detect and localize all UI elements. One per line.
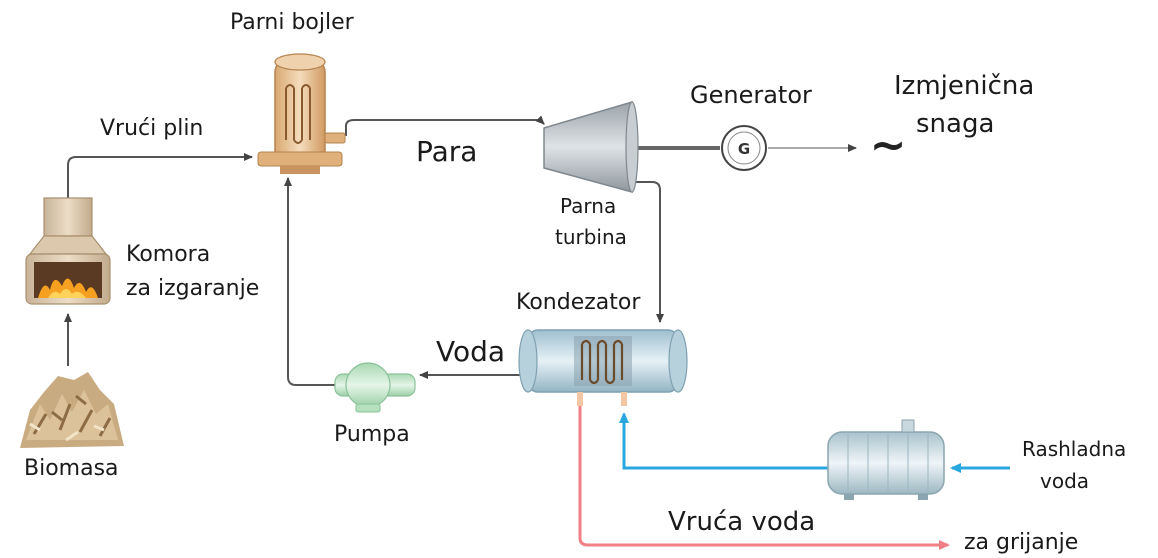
generator-symbol: G [738,140,750,158]
water-label: Voda [436,335,506,368]
generator [721,125,767,171]
pump [334,362,416,413]
combustion-chamber [25,197,111,305]
steam-label: Para [416,135,478,168]
condenser [518,329,688,406]
steam-line [345,115,545,136]
hot-water-line [578,404,950,550]
biomass-label: Biomasa [24,456,119,481]
turbine-label-line1: Parna [560,194,617,218]
hot-gas-label: Vrući plin [100,116,204,141]
cooling-water-return-line [619,412,828,470]
exhaust-line [630,181,664,323]
cooling-water-tank [827,419,945,500]
ac-power-label-line1: Izmjenična [894,71,1035,101]
for-heating-label: za grijanje [964,530,1079,555]
biomass-pile [20,372,124,448]
hot-water-label: Vruća voda [668,507,816,537]
boiler-label: Parni bojler [230,10,354,35]
cooling-water-label-line2: voda [1040,469,1090,493]
ac-power-label-line2: snaga [916,109,995,139]
pump-label: Pumpa [334,422,410,447]
feedwater-line [284,177,335,386]
furnace-label-line1: Komora [126,242,211,267]
cooling-water-label-line1: Rashladna [1022,437,1127,461]
steam-boiler [257,53,346,174]
ac-symbol-icon: ~ [870,120,907,171]
turbine-label-line2: turbina [555,225,627,249]
generator-label: Generator [690,81,812,109]
condenser-label: Kondezator [516,290,641,315]
furnace-label-line2: za izgaranje [126,276,260,301]
steam-turbine [543,100,639,193]
hot-gas-line [67,153,253,198]
